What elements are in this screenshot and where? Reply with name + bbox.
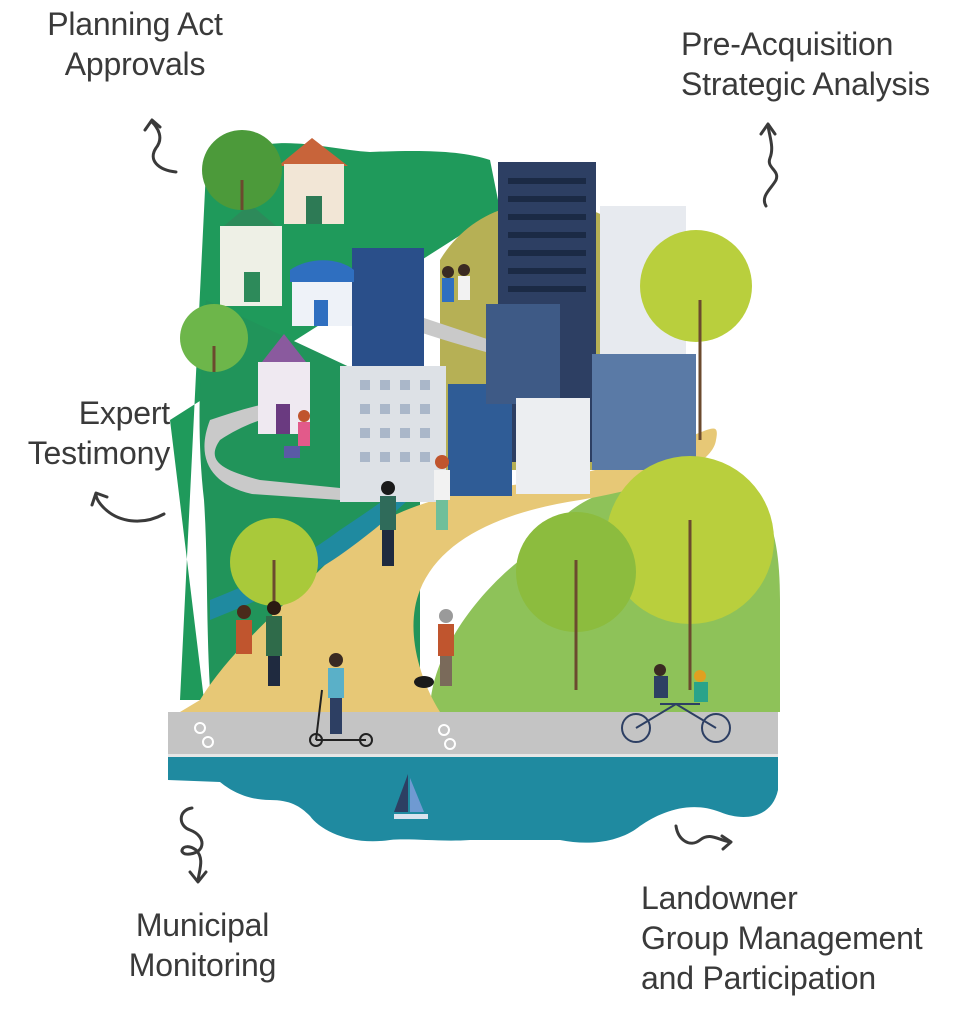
building-right-blue [592,354,696,470]
building-grey-left [340,366,446,502]
label-line: Municipal [135,907,270,943]
label-landowner-group-management: Landowner Group Management and Participa… [641,878,923,998]
winding-path [180,428,717,712]
label-line: Landowner [641,880,798,916]
couple-walking-icon [236,601,282,686]
bike-lane-marking-icon [194,722,456,750]
house-blue-roof [290,260,354,326]
tree-right-top [640,230,752,342]
person-scooter-icon [309,653,373,747]
person-walking-path-icon [380,481,396,566]
sailboat-icon [394,774,428,819]
walkway [204,400,340,500]
arrow-landowner-icon [674,824,733,851]
label-planning-act-approvals: Planning Act Approvals [30,4,240,84]
tandem-bicycle-icon [621,664,731,743]
building-white-mid [516,398,590,494]
house-orange-roof [278,138,348,224]
river-water [168,752,778,843]
label-line: and Participation [641,960,876,996]
arrow-municipal-icon [179,806,208,884]
label-line: Expert [78,395,170,431]
people [236,264,731,747]
road-edge [168,754,778,757]
person-dog-walker-icon [414,609,454,688]
label-municipal-monitoring: Municipal Monitoring [110,905,295,985]
person-reading-icon [434,455,450,530]
tower-blue-glass [352,248,424,368]
label-line: Monitoring [128,947,277,983]
arrow-expert-icon [90,491,166,523]
label-expert-testimony: Expert Testimony [10,393,170,473]
label-line: Planning Act [47,6,223,42]
bike-road [168,712,778,756]
trees [180,130,774,690]
person-stroller-icon [284,410,310,458]
label-line: Testimony [27,435,170,471]
label-line: Group Management [641,920,923,956]
tree-top-left [202,130,282,210]
tree-left-mid [180,304,248,372]
arrow-planning-icon [143,118,178,174]
house-green-gable [220,204,282,306]
label-line: Strategic Analysis [681,66,930,102]
arrow-preacq-icon [759,122,779,208]
building-dark-mid [486,304,560,404]
label-pre-acquisition-strategic-analysis: Pre-Acquisition Strategic Analysis [681,24,930,104]
label-line: Approvals [64,46,206,82]
label-line: Pre-Acquisition [681,26,894,62]
buildings [220,138,696,502]
couple-hill-icon [442,264,470,302]
